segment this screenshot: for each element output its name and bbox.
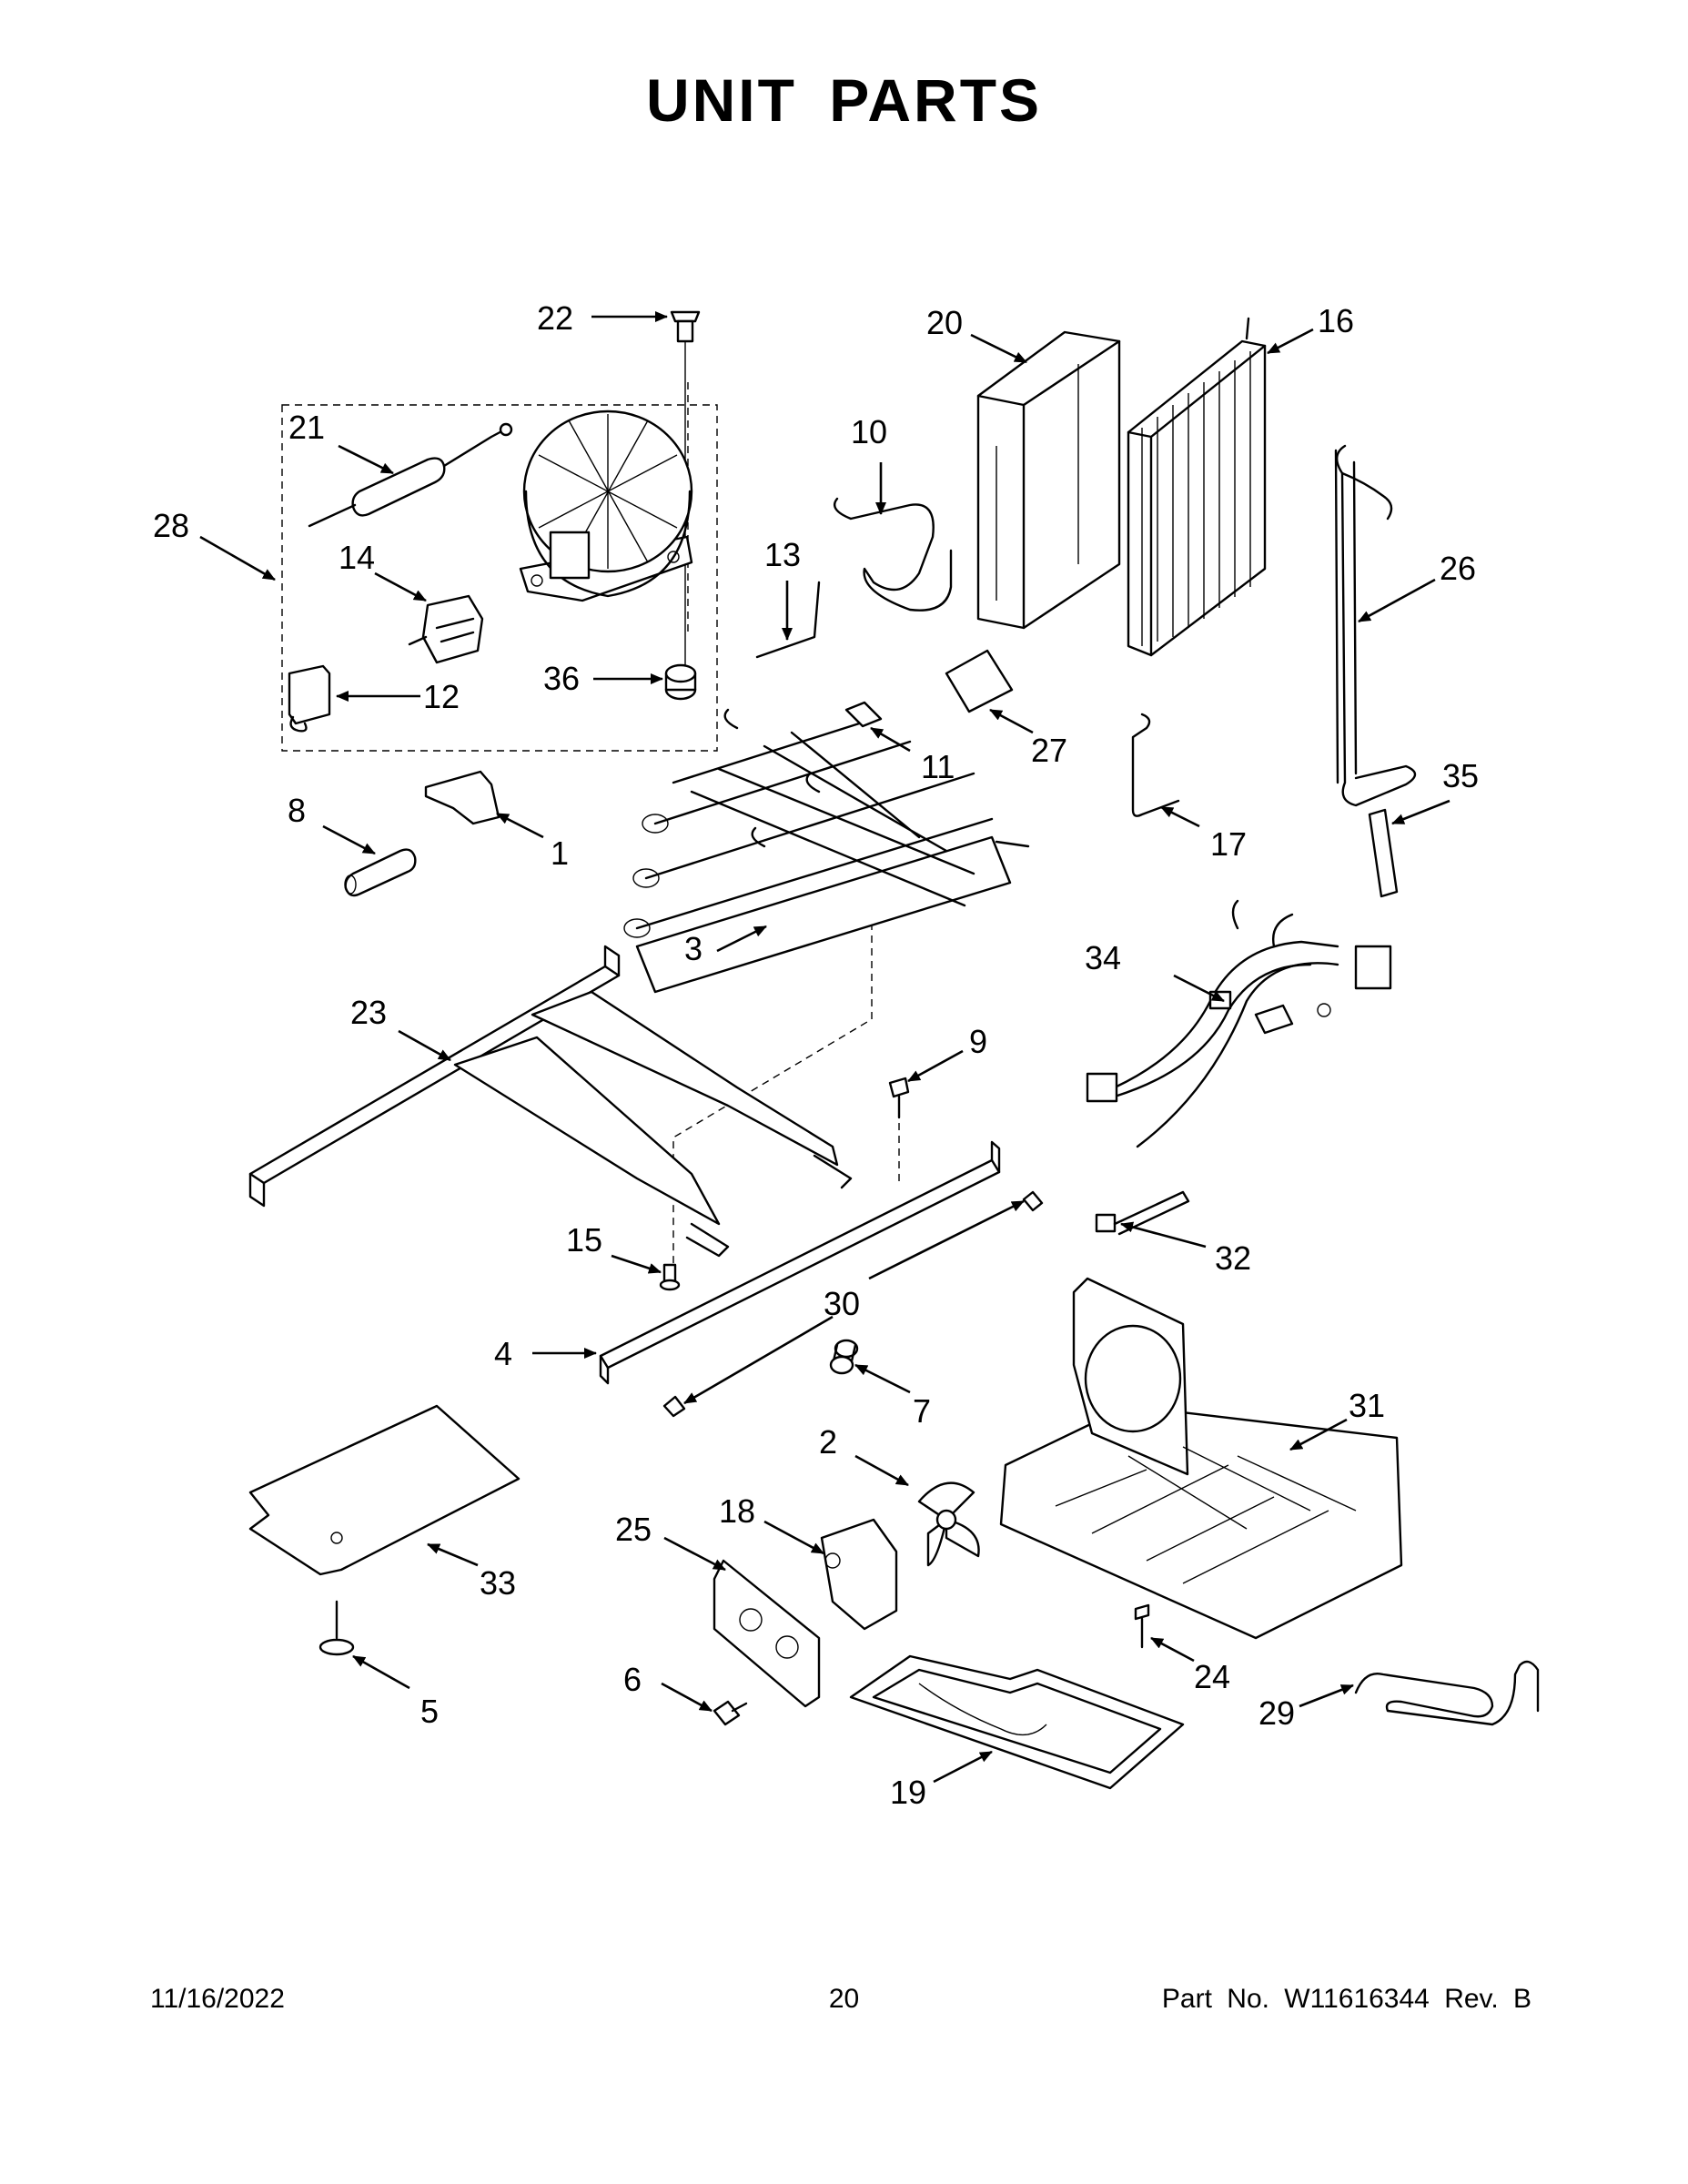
part-33-cover [248, 1404, 521, 1576]
callout-5: 5 [420, 1693, 439, 1730]
callout-17: 17 [1210, 825, 1247, 863]
callout-35: 35 [1442, 757, 1479, 794]
footer-part-number: Part No. W11616344 Rev. B [1161, 1984, 1531, 2014]
part-3-condenser-coil [623, 708, 1030, 994]
callout-32: 32 [1215, 1239, 1251, 1277]
part-16-condenser [1127, 317, 1267, 657]
part-18-fan-motor [820, 1518, 898, 1631]
part-21-drier [308, 422, 513, 528]
callout-10: 10 [851, 413, 887, 450]
callout-36: 36 [543, 660, 580, 697]
callout-13: 13 [764, 536, 801, 573]
compressor-kit-boundary [281, 404, 718, 752]
part-26-heater [1334, 444, 1417, 807]
callout-20: 20 [926, 304, 963, 341]
callout-6: 6 [623, 1661, 642, 1698]
callout-14: 14 [339, 539, 375, 576]
callout-9: 9 [969, 1023, 987, 1060]
callout-8: 8 [288, 792, 306, 829]
part-24-screw [1134, 1603, 1150, 1649]
footer-date: 11/16/2022 [150, 1984, 285, 2014]
callout-21: 21 [288, 409, 325, 446]
callout-3: 3 [684, 930, 702, 967]
part-32-cable-tie [1095, 1190, 1190, 1236]
part-1-shield [424, 770, 500, 825]
part-36-grommet [664, 663, 697, 701]
callout-15: 15 [566, 1221, 602, 1259]
callout-29: 29 [1258, 1694, 1295, 1732]
part-31-fan-housing [999, 1277, 1403, 1640]
part-5-leveling-foot [318, 1600, 355, 1656]
callout-22: 22 [537, 299, 573, 337]
callout-labels: 22 20 16 10 21 28 14 13 26 12 36 11 27 8… [153, 299, 1479, 1811]
part-25-bracket [713, 1559, 821, 1708]
part-29-heater-loop [1354, 1660, 1540, 1726]
part-30-screws [662, 1190, 1044, 1418]
compressor [519, 410, 693, 602]
part-9-screw [888, 1077, 910, 1119]
callout-7: 7 [913, 1392, 931, 1430]
part-4-rail [599, 1140, 1001, 1385]
callout-18: 18 [719, 1492, 755, 1530]
callout-leaders [199, 311, 1450, 1784]
part-23-base-frame [248, 945, 853, 1258]
part-13-tube [755, 581, 821, 659]
callout-33: 33 [480, 1564, 516, 1602]
callout-4: 4 [494, 1335, 512, 1372]
part-34-wire-harness [1086, 899, 1392, 1148]
callout-2: 2 [819, 1423, 837, 1461]
callout-28: 28 [153, 507, 189, 544]
callout-30: 30 [824, 1285, 860, 1322]
part-35-strap [1368, 808, 1399, 898]
page-title: UNIT PARTS [645, 66, 1043, 134]
part-15-screw [659, 1263, 681, 1291]
callout-26: 26 [1440, 550, 1476, 587]
callout-19: 19 [890, 1774, 926, 1811]
footer-page-number: 20 [828, 1984, 860, 2014]
part-17-bracket [1131, 713, 1180, 817]
callout-1: 1 [551, 834, 569, 872]
callout-24: 24 [1194, 1658, 1230, 1695]
callout-31: 31 [1349, 1387, 1385, 1424]
part-10-tube [833, 497, 953, 612]
part-19-drain-pan [849, 1654, 1185, 1790]
part-12-overload [288, 664, 331, 733]
callout-34: 34 [1085, 939, 1121, 976]
callout-27: 27 [1031, 732, 1067, 769]
part-2-fan-blade [917, 1481, 980, 1567]
part-7-spacer [829, 1339, 859, 1375]
part-8-tube [344, 848, 417, 897]
part-6-screw [713, 1700, 748, 1726]
callout-11: 11 [921, 748, 955, 785]
guide-line [672, 910, 873, 1265]
part-11-clip [844, 701, 883, 728]
callout-25: 25 [615, 1511, 652, 1548]
part-14-start-relay [408, 594, 484, 664]
callout-23: 23 [350, 994, 387, 1031]
part-27-plate [945, 649, 1014, 713]
callout-16: 16 [1318, 302, 1354, 339]
part-20-housing [976, 330, 1121, 630]
callout-12: 12 [423, 678, 460, 715]
